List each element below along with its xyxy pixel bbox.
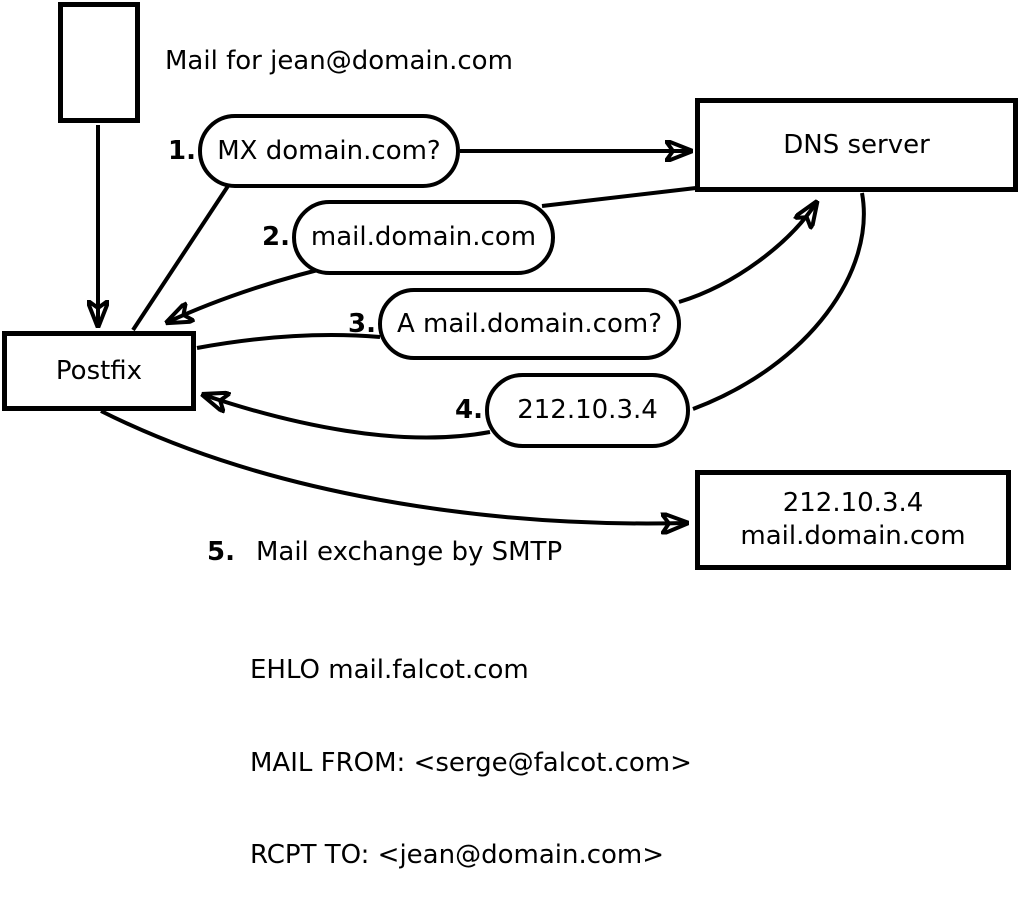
step-3-label: A mail.domain.com? [397, 308, 662, 339]
step-4-label: 212.10.3.4 [517, 395, 658, 426]
mail-server-ip: 212.10.3.4 [782, 488, 924, 519]
step-1-number: 1. [168, 136, 196, 166]
link-postfix-to-query3 [196, 333, 381, 350]
link-dns-to-answer4 [692, 192, 866, 411]
mail-message-node [58, 2, 140, 123]
step-5-text: Mail exchange by SMTP [255, 537, 563, 567]
dns-server-node: DNS server [695, 98, 1018, 192]
arrow-answer4-to-postfix [204, 395, 491, 440]
link-dns-to-answer2 [541, 186, 697, 208]
step-2-number: 2. [262, 222, 290, 252]
step-4-number: 4. [455, 395, 483, 425]
arrow-query3-to-dns [678, 203, 816, 304]
mail-server-hostname: mail.domain.com [740, 521, 966, 551]
postfix-node: Postfix [2, 331, 196, 411]
postfix-label: Postfix [55, 355, 143, 386]
dns-server-label: DNS server [783, 129, 930, 160]
incoming-mail-label: Mail for jean@domain.com [165, 46, 513, 76]
mail-server-node: 212.10.3.4 mail.domain.com [695, 470, 1011, 570]
step-1-pill: MX domain.com? [198, 114, 460, 188]
smtp-line: RCPT TO: <jean@domain.com> [250, 840, 665, 870]
step-2-pill: mail.domain.com [292, 200, 555, 275]
step-1-label: MX domain.com? [217, 135, 441, 166]
step-2-label: mail.domain.com [310, 222, 537, 253]
link-postfix-to-query1 [131, 184, 230, 332]
step-3-number: 3. [348, 309, 376, 339]
smtp-line: EHLO mail.falcot.com [250, 655, 529, 685]
step-4-pill: 212.10.3.4 [485, 373, 690, 448]
arrow-postfix-to-mailserver [100, 409, 686, 523]
step-5-number: 5. [207, 537, 235, 567]
smtp-line: MAIL FROM: <serge@falcot.com> [250, 747, 692, 778]
step-5-label: 5. Mail exchange by SMTP [207, 537, 562, 567]
step-3-pill: A mail.domain.com? [378, 288, 681, 360]
smtp-session-text: EHLO mail.falcot.com MAIL FROM: <serge@f… [250, 594, 692, 919]
